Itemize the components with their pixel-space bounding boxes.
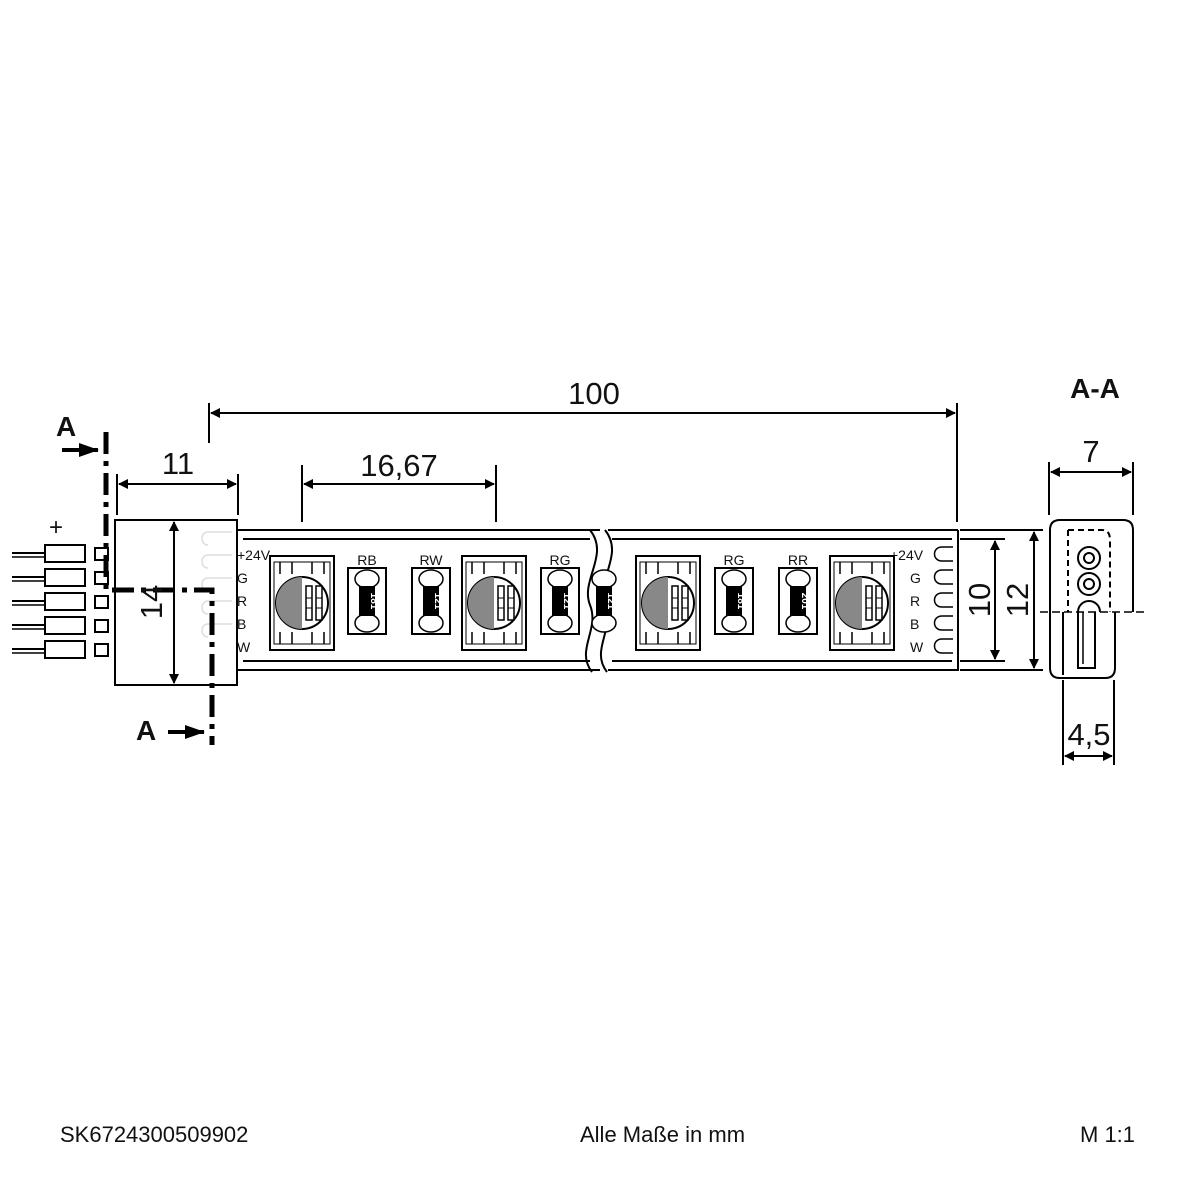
dimension-100: [208, 403, 958, 522]
cross-section-view: [1040, 519, 1145, 679]
pad-labels-left: +24V G R B W: [237, 547, 271, 655]
svg-text:201: 201: [799, 593, 810, 610]
svg-text:121: 121: [561, 593, 572, 610]
resistor-labels: RB RW RG RG RR: [357, 552, 808, 568]
dimension-section-height: [1062, 680, 1115, 765]
resistor: 121: [411, 567, 451, 635]
led-strip: [237, 529, 959, 673]
polarity-plus-label: +: [49, 514, 63, 541]
dim-connector-length: 11: [162, 446, 194, 481]
dim-section-height: 4,5: [1067, 717, 1110, 752]
svg-text:RG: RG: [550, 552, 571, 568]
dim-connector-height: 14: [134, 585, 169, 619]
resistor: 121: [540, 567, 580, 635]
led-chip: [829, 555, 895, 651]
svg-text:B: B: [237, 616, 246, 632]
units-note: Alle Maße in mm: [580, 1122, 746, 1147]
end-connector: [12, 519, 238, 686]
resistor: 181: [347, 567, 387, 635]
section-arrows: [62, 443, 205, 739]
svg-text:RW: RW: [419, 552, 443, 568]
section-marker-top: A: [56, 411, 76, 442]
svg-text:181: 181: [735, 593, 746, 610]
dimension-connector-length: [116, 474, 239, 515]
section-marker-bottom: A: [136, 715, 156, 746]
resistor: 181: [714, 567, 754, 635]
resistor: 201: [778, 567, 818, 635]
svg-text:121: 121: [605, 593, 616, 610]
dim-strip-outer-width: 12: [1000, 583, 1035, 617]
dim-led-pitch: 16,67: [360, 448, 438, 483]
section-title: A-A: [1070, 373, 1120, 404]
solder-pads-right: [933, 546, 953, 654]
svg-text:+24V: +24V: [890, 547, 924, 563]
svg-text:G: G: [237, 570, 248, 586]
svg-text:121: 121: [432, 593, 443, 610]
svg-text:181: 181: [368, 593, 379, 610]
dimension-strip-width: [960, 529, 1043, 671]
svg-text:B: B: [910, 616, 919, 632]
led-chip: [461, 555, 527, 651]
svg-text:RR: RR: [788, 552, 808, 568]
svg-text:W: W: [910, 639, 924, 655]
dimension-pitch: [301, 465, 497, 522]
led-chip: [635, 555, 701, 651]
led-chip: [269, 555, 335, 651]
svg-text:W: W: [237, 639, 251, 655]
connector-pins: [12, 544, 109, 659]
svg-text:RB: RB: [357, 552, 376, 568]
dim-strip-inner-width: 10: [962, 583, 997, 617]
scale-label: M 1:1: [1080, 1122, 1136, 1147]
svg-text:RG: RG: [724, 552, 745, 568]
pad-labels-right: +24V G R B W: [890, 547, 924, 655]
svg-text:+24V: +24V: [237, 547, 271, 563]
dim-section-width: 7: [1082, 434, 1099, 469]
article-number: SK6724300509902: [60, 1122, 249, 1147]
svg-text:R: R: [910, 593, 920, 609]
section-cut-line: [103, 432, 215, 745]
svg-text:R: R: [237, 593, 247, 609]
svg-text:G: G: [910, 570, 921, 586]
resistor-partial: 121: [591, 569, 617, 633]
dim-length-total: 100: [568, 376, 620, 411]
dimension-section-width: [1048, 462, 1134, 515]
